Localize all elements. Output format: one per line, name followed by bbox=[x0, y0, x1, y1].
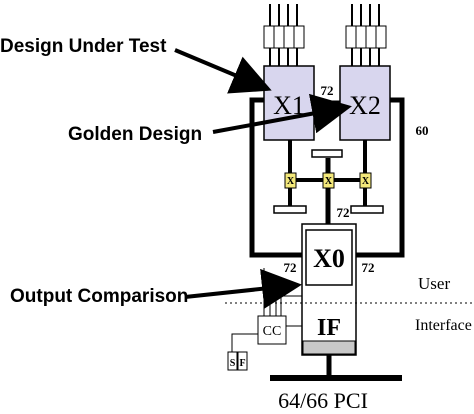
if-label: IF bbox=[317, 315, 341, 341]
region-interface: Interface bbox=[415, 317, 472, 334]
arrow-dut bbox=[174, 48, 272, 94]
bus-label-ring: 60 bbox=[416, 123, 429, 138]
svg-text:X: X bbox=[362, 176, 370, 187]
arrow-golden bbox=[212, 93, 352, 134]
callout-design-under-test: Design Under Test bbox=[0, 36, 167, 57]
switch-right: X bbox=[359, 172, 372, 189]
callout-output-comparison: Output Comparison bbox=[10, 286, 188, 307]
x0-label: X0 bbox=[313, 244, 345, 273]
terminator-left bbox=[273, 205, 307, 214]
x2-connectors bbox=[345, 4, 387, 66]
cc-label: CC bbox=[263, 324, 282, 339]
cc-block bbox=[257, 315, 287, 345]
ring-bus bbox=[249, 97, 405, 258]
terminator-right bbox=[350, 205, 384, 214]
bus-label-x0-right: 72 bbox=[362, 260, 375, 275]
splitter-top bbox=[311, 149, 343, 158]
f-switch bbox=[237, 351, 248, 371]
pci-bus-label: 64/66 PCI bbox=[278, 388, 368, 413]
s-label: S bbox=[230, 358, 236, 369]
region-user: User bbox=[418, 274, 450, 293]
switch-left: X bbox=[284, 172, 297, 189]
if-band bbox=[302, 340, 356, 355]
bus-label-mid: 72 bbox=[337, 205, 350, 220]
switch-center: X bbox=[322, 172, 335, 189]
svg-text:X: X bbox=[287, 176, 295, 187]
s-switch bbox=[227, 351, 238, 371]
x2-label: X2 bbox=[349, 91, 381, 120]
bus-label-x0-left: 72 bbox=[284, 260, 297, 275]
x0-fpga bbox=[305, 229, 353, 286]
bus-label-top: 72 bbox=[321, 83, 334, 98]
svg-text:X: X bbox=[325, 176, 333, 187]
callout-golden-design: Golden Design bbox=[68, 124, 202, 145]
f-label: F bbox=[239, 358, 245, 369]
arrow-output bbox=[184, 268, 302, 309]
x1-connectors bbox=[263, 4, 305, 66]
